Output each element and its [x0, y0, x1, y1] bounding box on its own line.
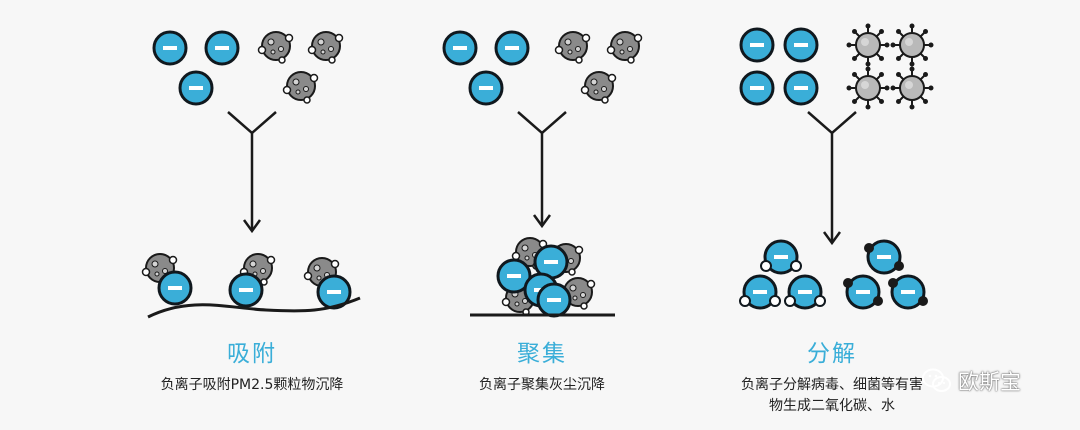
adsorbed-particles [141, 253, 352, 310]
ion-product-icon [843, 276, 883, 308]
panel-adsorption [141, 30, 361, 319]
virus-icon [845, 22, 891, 68]
wavy-surface-line [147, 296, 361, 319]
desc-line: 负离子聚集灰尘沉降 [479, 377, 605, 393]
dust-particle-icon [554, 31, 591, 64]
panel-desc-aggregation: 负离子聚集灰尘沉降 [377, 375, 707, 396]
virus-icon [889, 65, 935, 111]
negative-ion-icon [178, 70, 214, 106]
negative-ion-icon [783, 27, 819, 63]
negative-ion-icon [157, 270, 193, 306]
negative-ion-icon [739, 70, 775, 106]
decomposition-products-right [843, 241, 928, 308]
dust-particle-icon [307, 31, 344, 64]
negative-ion-icon [152, 30, 188, 66]
negative-ion-icon [468, 70, 504, 106]
top-ions-group [152, 30, 240, 106]
desc-line: 负离子分解病毒、细菌等有害 [741, 377, 923, 393]
dust-particle-icon [282, 71, 319, 104]
top-ions-group [442, 30, 530, 106]
panel-desc-decomposition: 负离子分解病毒、细菌等有害 物生成二氧化碳、水 [667, 375, 997, 417]
ion-product-icon [888, 276, 928, 308]
top-dust-group [257, 31, 344, 104]
panel-title-aggregation: 聚集 [517, 341, 567, 367]
ion-product-icon [761, 241, 801, 273]
panel-decomposition [739, 22, 935, 309]
negative-ion-icon [739, 27, 775, 63]
desc-line: 负离子吸附PM2.5颗粒物沉降 [160, 377, 344, 393]
ion-product-icon [785, 276, 825, 308]
watermark-text: 欧斯宝 [958, 370, 1021, 394]
merge-arrow [227, 111, 277, 234]
virus-icon [889, 22, 935, 68]
wechat-icon [922, 368, 951, 392]
negative-ion-icon [536, 282, 572, 318]
top-virus-group [845, 22, 935, 111]
ion-product-icon [740, 276, 780, 308]
ion-product-icon [864, 241, 904, 273]
negative-ion-icon [204, 30, 240, 66]
merge-arrow [807, 111, 857, 246]
top-dust-group [554, 31, 643, 104]
panel-desc-adsorption: 负离子吸附PM2.5颗粒物沉降 [87, 375, 417, 396]
negative-ion-icon [494, 30, 530, 66]
watermark: 欧斯宝 [922, 366, 1021, 396]
negative-ion-icon [783, 70, 819, 106]
aggregated-cluster [496, 237, 596, 318]
merge-arrow [517, 111, 567, 229]
decomposition-products-left [740, 241, 825, 308]
panel-aggregation [442, 30, 643, 318]
dust-particle-icon [606, 31, 643, 64]
negative-ion-icon [228, 272, 264, 308]
dust-particle-icon [580, 71, 617, 104]
virus-icon [845, 65, 891, 111]
panel-title-decomposition: 分解 [807, 341, 857, 367]
dust-particle-icon [257, 31, 294, 64]
desc-line: 物生成二氧化碳、水 [769, 398, 895, 414]
top-ions-group [739, 27, 819, 106]
panel-title-adsorption: 吸附 [227, 341, 277, 367]
negative-ion-icon [442, 30, 478, 66]
